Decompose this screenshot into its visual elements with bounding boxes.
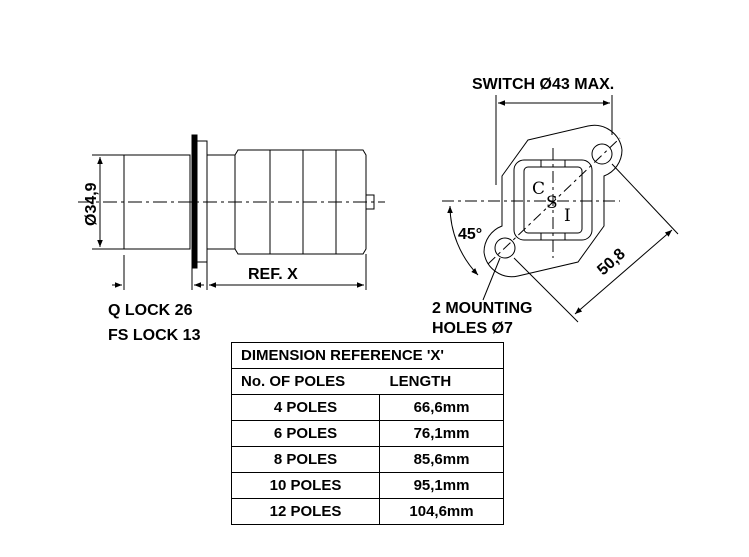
hole-axis-diagonal <box>487 137 621 265</box>
table-row: 8 POLES 85,6mm <box>231 446 504 473</box>
table-row: 12 POLES 104,6mm <box>231 498 504 525</box>
table-header-row: No. OF POLES LENGTH <box>231 368 504 395</box>
key-letter-c: C <box>532 179 545 199</box>
length-cell: 66,6mm <box>379 394 504 421</box>
dimension-table: DIMENSION REFERENCE 'X' No. OF POLES LEN… <box>231 342 504 525</box>
header-length: LENGTH <box>379 368 504 395</box>
mounting-hole-top <box>591 143 613 165</box>
holes-leader <box>482 257 501 301</box>
angle-label: 45° <box>458 226 482 243</box>
key-letter-i: I <box>564 206 571 226</box>
q-lock-label: Q LOCK 26 <box>108 302 193 319</box>
distance-dim-line <box>574 229 673 315</box>
length-cell: 85,6mm <box>379 446 504 473</box>
angle-arc <box>447 205 479 276</box>
length-cell: 76,1mm <box>379 420 504 447</box>
poles-cell: 10 POLES <box>231 472 380 499</box>
table-title: DIMENSION REFERENCE 'X' <box>231 342 504 369</box>
front-view <box>442 95 679 323</box>
fs-lock-label: FS LOCK 13 <box>108 327 201 344</box>
mounting-holes-label-1: 2 MOUNTING <box>432 300 532 317</box>
length-cell: 104,6mm <box>379 498 504 525</box>
table-row: 10 POLES 95,1mm <box>231 472 504 499</box>
table-row: 6 POLES 76,1mm <box>231 420 504 447</box>
key-letter-s: S <box>546 193 558 213</box>
side-view <box>78 134 385 290</box>
distance-label: 50,8 <box>594 245 629 279</box>
switch-body <box>234 149 367 255</box>
mounting-hole-bottom <box>494 237 516 259</box>
distance-ext-top <box>611 163 679 235</box>
mounting-holes-label-2: HOLES Ø7 <box>432 320 513 337</box>
poles-cell: 12 POLES <box>231 498 380 525</box>
diameter-label: Ø34,9 <box>83 182 100 226</box>
switch-max-label: SWITCH Ø43 MAX. <box>472 76 614 93</box>
header-poles: No. OF POLES <box>231 368 380 395</box>
table-row: 4 POLES 66,6mm <box>231 394 504 421</box>
poles-cell: 8 POLES <box>231 446 380 473</box>
distance-ext-bottom <box>513 257 579 323</box>
length-cell: 95,1mm <box>379 472 504 499</box>
poles-cell: 6 POLES <box>231 420 380 447</box>
table-title-row: DIMENSION REFERENCE 'X' <box>231 342 504 369</box>
poles-cell: 4 POLES <box>231 394 380 421</box>
ref-x-label: REF. X <box>248 266 298 283</box>
